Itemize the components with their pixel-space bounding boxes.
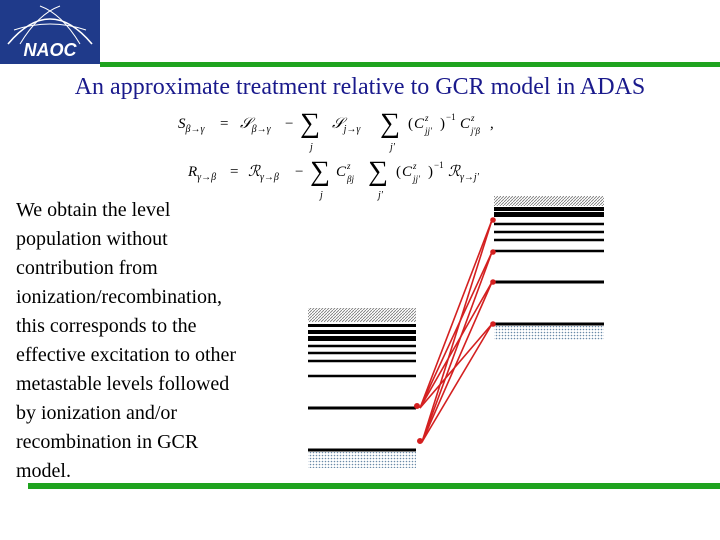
- continuum-band-left: [308, 308, 416, 322]
- svg-text:C: C: [336, 164, 347, 180]
- bottom-green-rule: [28, 483, 720, 489]
- svg-text:C: C: [460, 116, 471, 132]
- body-line: effective excitation to other: [16, 344, 237, 366]
- svg-text:(: (: [396, 164, 401, 180]
- svg-text:C: C: [414, 116, 425, 132]
- body-line: population without: [16, 228, 168, 250]
- slide-title: An approximate treatment relative to GCR…: [74, 74, 646, 100]
- energy-level-diagram: [308, 196, 604, 468]
- equation-1: Sβ→γ = 𝒮β→γ − ∑ j 𝒮j→γ ∑ j′ ( C z jj′ ) …: [178, 108, 494, 153]
- svg-text:jj′: jj′: [424, 126, 433, 136]
- svg-text:z: z: [470, 113, 475, 123]
- svg-text:j: j: [308, 142, 313, 153]
- svg-text:∑: ∑: [368, 156, 388, 187]
- svg-text:j′: j′: [376, 190, 384, 201]
- svg-text:): ): [428, 164, 433, 180]
- body-line: by ionization and/or: [16, 402, 178, 424]
- svg-text:z: z: [412, 161, 417, 171]
- svg-text:βj: βj: [346, 174, 354, 184]
- ground-hatch-right: [494, 326, 604, 340]
- logo-text: NAOC: [24, 40, 78, 60]
- svg-text:−1: −1: [446, 112, 456, 122]
- equations: Sβ→γ = 𝒮β→γ − ∑ j 𝒮j→γ ∑ j′ ( C z jj′ ) …: [178, 108, 494, 201]
- svg-text:j′: j′: [388, 142, 396, 153]
- svg-text:(: (: [408, 116, 413, 132]
- svg-text:=: =: [230, 164, 238, 180]
- svg-text:): ): [440, 116, 445, 132]
- continuum-band-right: [494, 196, 604, 206]
- svg-text:jj′: jj′: [412, 174, 421, 184]
- svg-text:Rγ→β: Rγ→β: [187, 164, 216, 183]
- svg-text:ℛγ→β: ℛγ→β: [248, 164, 279, 183]
- left-level-stack: [308, 308, 416, 468]
- transition-arrows: [414, 217, 496, 445]
- svg-text:Sβ→γ: Sβ→γ: [178, 116, 205, 135]
- body-line: this corresponds to the: [16, 315, 197, 337]
- svg-text:−: −: [295, 164, 303, 180]
- svg-text:z: z: [424, 113, 429, 123]
- svg-text:∑: ∑: [310, 156, 330, 187]
- svg-text:𝒮β→γ: 𝒮β→γ: [240, 116, 272, 135]
- body-line: contribution from: [16, 257, 158, 279]
- svg-text:−: −: [285, 116, 293, 132]
- svg-text:ℛγ→j′: ℛγ→j′: [448, 164, 480, 183]
- top-green-rule: [100, 62, 720, 67]
- body-line: metastable levels followed: [16, 373, 230, 395]
- svg-text:C: C: [402, 164, 413, 180]
- body-line: We obtain the level: [16, 199, 171, 221]
- svg-text:∑: ∑: [300, 108, 320, 139]
- right-level-stack: [494, 196, 604, 340]
- equation-2: Rγ→β = ℛγ→β − ∑ j C z βj ∑ j′ ( C z jj′ …: [187, 156, 480, 201]
- body-line: model.: [16, 460, 71, 482]
- body-paragraph: We obtain the level population without c…: [16, 196, 306, 486]
- ground-hatch-left: [308, 452, 416, 468]
- naoc-logo: NAOC: [0, 0, 100, 64]
- svg-text:=: =: [220, 116, 228, 132]
- svg-text:z: z: [346, 161, 351, 171]
- svg-text:j′β: j′β: [470, 126, 480, 136]
- body-line: recombination in GCR: [16, 431, 199, 453]
- svg-text:,: ,: [490, 116, 494, 132]
- body-line: ionization/recombination,: [16, 286, 223, 308]
- svg-text:∑: ∑: [380, 108, 400, 139]
- svg-text:−1: −1: [434, 160, 444, 170]
- svg-text:𝒮j→γ: 𝒮j→γ: [332, 116, 361, 135]
- svg-text:j: j: [318, 190, 323, 201]
